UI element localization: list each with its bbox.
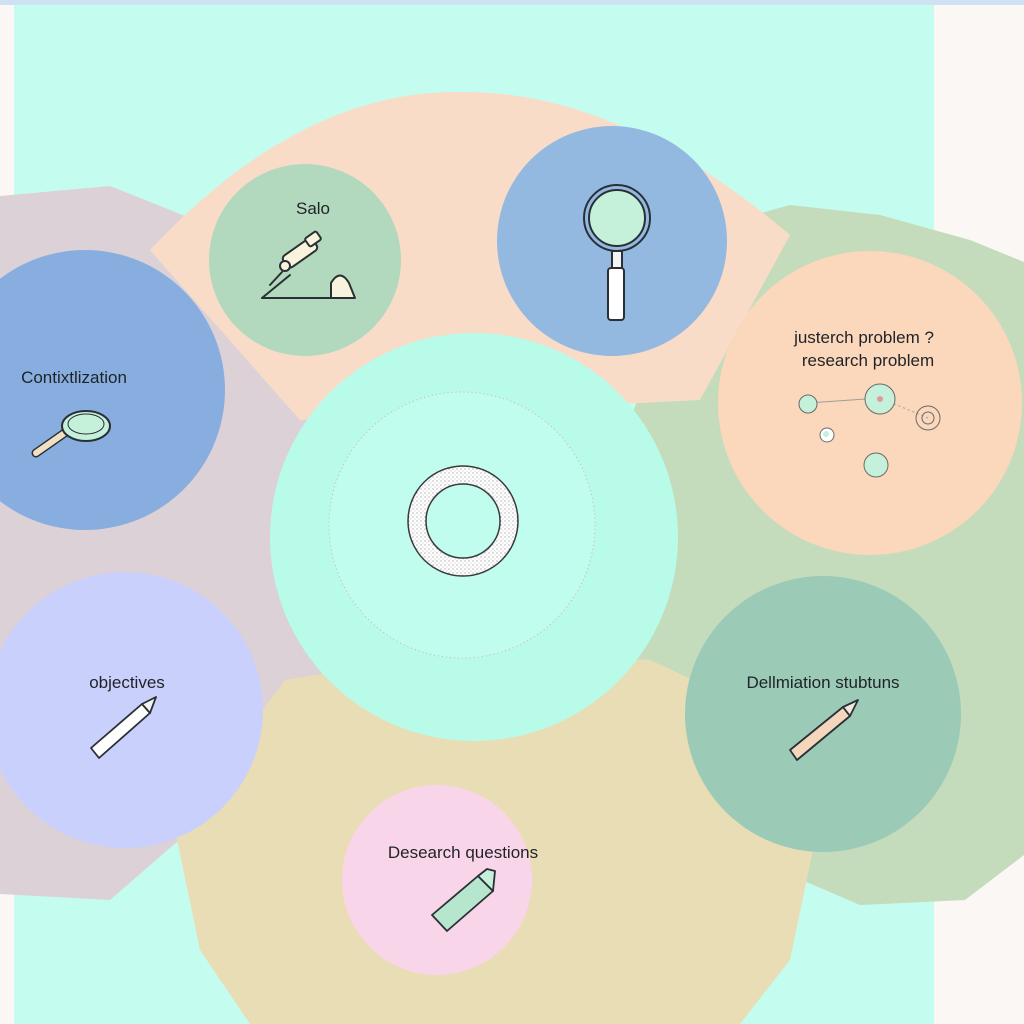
- contextualization-label: Contixtlization: [21, 368, 127, 387]
- delimitation-node: Dellmiation stubtuns: [685, 576, 961, 852]
- magnifying-glass-icon: [583, 184, 651, 321]
- contextualization-node: Contixtlization: [0, 250, 225, 530]
- scale-node: Salo: [209, 164, 401, 356]
- justification-label-line1: justerch problem ?: [793, 328, 934, 347]
- pencil-icon: [789, 699, 859, 761]
- small-magnifying-glass-icon: [31, 410, 111, 458]
- research-questions-label: Desearch questions: [388, 843, 538, 862]
- center-hub-inner: [328, 391, 596, 659]
- crayon-icon: [431, 868, 496, 932]
- pencil-icon: [90, 696, 157, 759]
- justification-label-line2: research problem: [802, 351, 934, 370]
- research-questions-node: Desearch questions: [342, 785, 538, 975]
- scale-label: Salo: [296, 199, 330, 218]
- delimitation-label: Dellmiation stubtuns: [746, 673, 899, 692]
- search-node: [497, 126, 727, 356]
- microscope-icon: [261, 230, 356, 299]
- molecule-nodes-icon: [798, 383, 941, 478]
- justification-node: justerch problem ? research problem: [718, 251, 1022, 555]
- objectives-node: objectives: [0, 572, 263, 848]
- ring-icon: [407, 465, 519, 577]
- top-band: [0, 0, 1024, 5]
- objectives-label: objectives: [89, 673, 165, 692]
